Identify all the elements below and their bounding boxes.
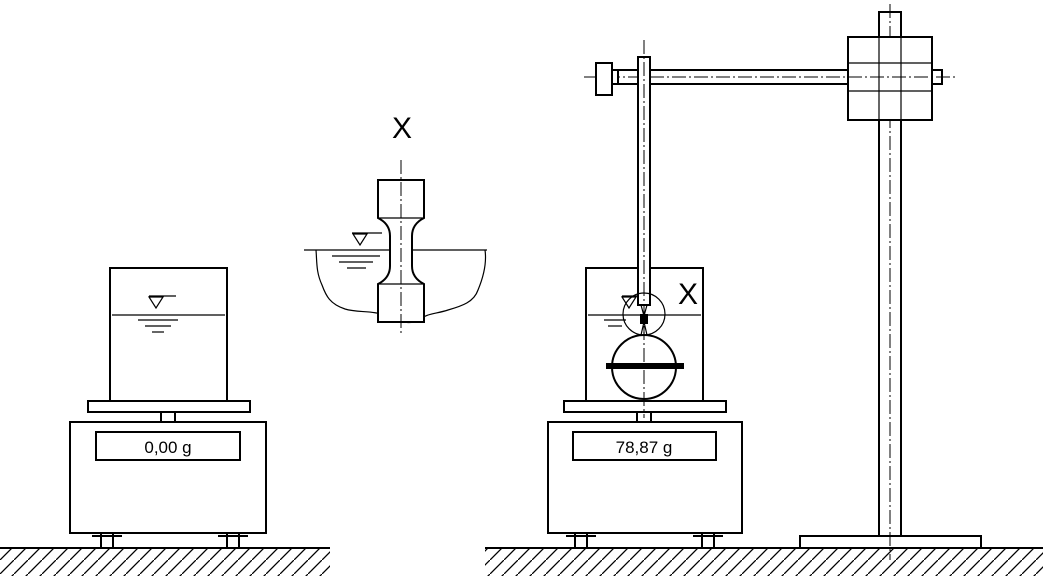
left-scale-stem <box>160 411 176 423</box>
left-scale-reading: 0,00 g <box>144 438 191 457</box>
right-scale-foot-left <box>566 533 596 548</box>
detail-marker-label: X <box>678 278 698 311</box>
left-beaker <box>109 267 228 402</box>
left-scale: 0,00 g <box>69 400 267 548</box>
left-water-level-symbol <box>138 295 178 333</box>
stand-clamp <box>847 36 933 121</box>
left-scale-foot-left <box>92 533 122 548</box>
left-scale-display <box>95 431 241 461</box>
ground-right <box>485 547 1043 576</box>
right-scale-plate <box>563 400 727 413</box>
detail-view: X <box>304 112 487 336</box>
right-scale-reading: 78,87 g <box>616 438 673 457</box>
right-scale-display <box>572 431 717 461</box>
stand <box>584 4 982 560</box>
detail-marker: X <box>622 278 698 336</box>
detail-label: X <box>392 112 412 145</box>
right-scale: 78,87 g <box>547 400 743 548</box>
detail-water-level-symbol <box>332 232 382 269</box>
left-scale-plate <box>87 400 251 413</box>
left-scale-foot-right <box>218 533 248 548</box>
ground-left <box>0 547 330 576</box>
stand-knob <box>595 62 613 96</box>
right-scale-foot-right <box>693 533 723 548</box>
